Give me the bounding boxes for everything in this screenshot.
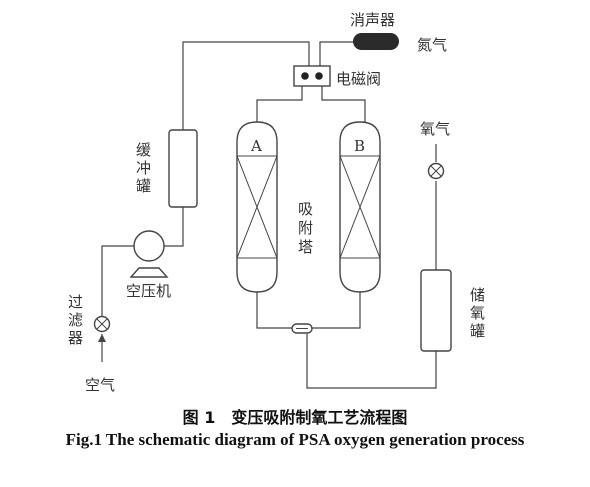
pipe-compressor-to-buffer bbox=[164, 207, 184, 247]
pipe-buffer-to-valve bbox=[182, 41, 310, 130]
figure-caption-english: Fig.1 The schematic diagram of PSA oxyge… bbox=[65, 430, 525, 449]
storage-tank-label-1: 储 bbox=[470, 286, 485, 304]
solenoid-valve-label: 电磁阀 bbox=[336, 70, 381, 88]
pipe-to-storage bbox=[306, 334, 437, 389]
tower-b-label: B bbox=[354, 137, 365, 155]
filter-label-1: 过 bbox=[68, 293, 83, 311]
air-compressor-icon bbox=[129, 230, 169, 278]
buffer-tank-label-1: 缓 bbox=[136, 141, 151, 159]
storage-tank-icon bbox=[420, 269, 452, 352]
pipe-valve-to-tower-a bbox=[256, 86, 303, 122]
psa-process-diagram: 消声器 氮气 电磁阀 氧气 缓 冲 罐 A B 吸 附 塔 空压机 过 滤 器 … bbox=[68, 11, 485, 394]
pipe-tower-a-bottom bbox=[256, 290, 292, 329]
compressor-label: 空压机 bbox=[126, 282, 171, 300]
filter-label-2: 滤 bbox=[68, 311, 83, 329]
air-label: 空气 bbox=[85, 376, 115, 394]
figure-caption-chinese: 图 1 变压吸附制氧工艺流程图 bbox=[182, 408, 408, 427]
pipe-valve-to-tower-b bbox=[321, 86, 366, 122]
nitrogen-label: 氮气 bbox=[417, 36, 447, 54]
adsorption-tower-b-icon bbox=[339, 121, 381, 293]
buffer-tank-label-3: 罐 bbox=[136, 177, 151, 195]
filter-label-3: 器 bbox=[68, 329, 83, 347]
oxygen-valve-icon bbox=[427, 162, 445, 180]
air-inlet-arrow bbox=[98, 334, 106, 342]
muffler-icon bbox=[353, 33, 399, 50]
pipe-tower-b-bottom bbox=[312, 290, 361, 329]
buffer-tank-icon bbox=[168, 129, 198, 208]
solenoid-valve-icon bbox=[293, 65, 331, 87]
adsorption-tower-label-3: 塔 bbox=[298, 238, 313, 256]
muffler-label: 消声器 bbox=[350, 11, 395, 29]
connecting-valve-icon bbox=[291, 323, 313, 334]
adsorption-tower-label-1: 吸 bbox=[298, 200, 313, 218]
adsorption-tower-label-2: 附 bbox=[298, 219, 313, 237]
storage-tank-label-2: 氧 bbox=[470, 304, 485, 322]
pipe-filter-to-compressor bbox=[101, 245, 134, 316]
storage-tank-label-3: 罐 bbox=[470, 322, 485, 340]
oxygen-label: 氧气 bbox=[420, 120, 450, 138]
filter-icon bbox=[93, 315, 111, 333]
adsorption-tower-a-icon bbox=[236, 121, 278, 293]
buffer-tank-label-2: 冲 bbox=[136, 159, 151, 177]
pipe-valve-to-muffler bbox=[319, 41, 354, 66]
tower-a-label: A bbox=[250, 137, 262, 155]
